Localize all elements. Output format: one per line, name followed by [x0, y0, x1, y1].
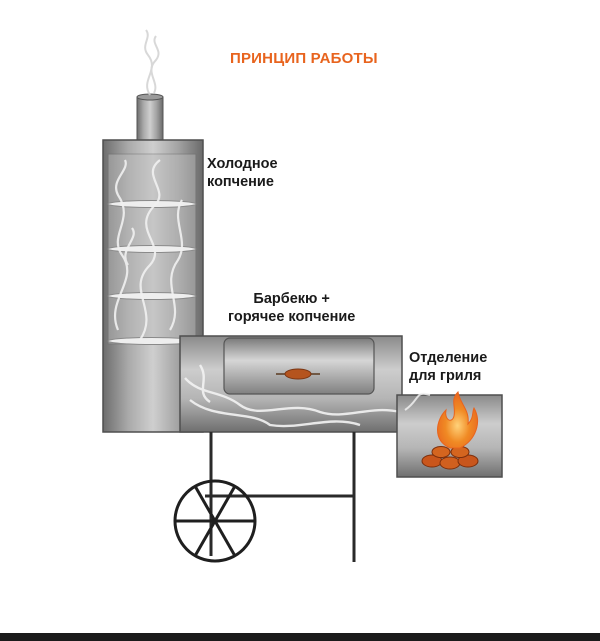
diagram-title: ПРИНЦИП РАБОТЫ	[230, 50, 378, 67]
firewood	[421, 446, 479, 470]
main-chamber	[179, 335, 403, 433]
label-bbq-line1: Барбекю +	[253, 291, 330, 307]
chimney-smoke	[144, 29, 160, 96]
chimney	[136, 93, 164, 142]
firebox	[396, 390, 503, 478]
label-grill-line2: для гриля	[409, 368, 482, 385]
label-cold-line2: копчение	[207, 174, 274, 191]
label-bbq-line2: горячее копчение	[228, 309, 356, 326]
label-cold-smoking: Холодное копчение	[207, 155, 278, 191]
cold-smoking-tower	[102, 139, 204, 433]
meat-on-spit	[276, 368, 320, 380]
bottom-divider	[0, 633, 600, 641]
fire-icon	[437, 390, 478, 449]
label-grill-line1: Отделение	[409, 350, 488, 366]
label-grill-section: Отделение для гриля	[409, 349, 487, 385]
label-bbq-hot-smoking: Барбекю + горячее копчение	[228, 290, 355, 326]
wheel	[173, 479, 257, 563]
shelf	[107, 245, 197, 253]
label-cold-line1: Холодное	[207, 156, 278, 172]
